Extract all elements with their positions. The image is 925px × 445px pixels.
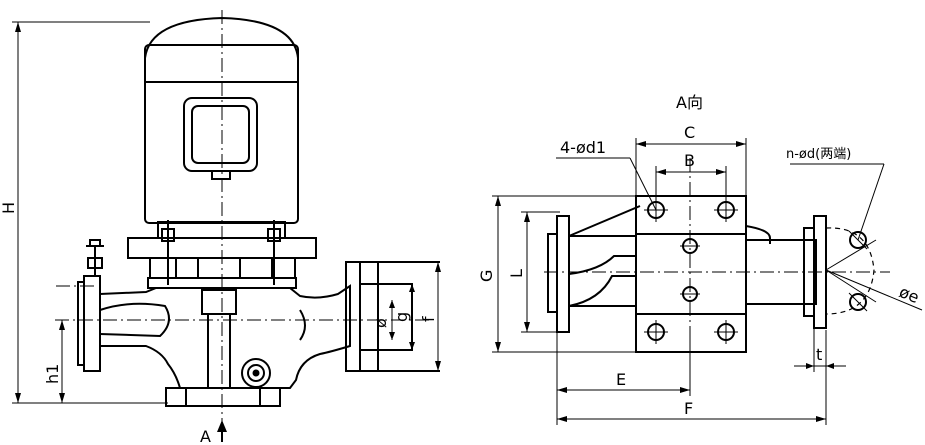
pump-casing bbox=[99, 284, 351, 389]
dim-g-label: g bbox=[392, 312, 411, 322]
dim-phi-e-label: øe bbox=[897, 282, 922, 307]
flange-hole-1 bbox=[849, 231, 867, 249]
dim-C-label: C bbox=[684, 123, 695, 142]
pump-base bbox=[165, 387, 281, 407]
view-a-outlet-pipe bbox=[745, 239, 817, 305]
inlet-flange bbox=[83, 275, 101, 372]
view-a-inlet-flange bbox=[556, 215, 570, 333]
view-a: A向 G L bbox=[477, 93, 923, 425]
front-view: H h1 bbox=[0, 10, 441, 445]
dim-f-label: f bbox=[419, 316, 438, 322]
dim-G-label: G bbox=[477, 270, 496, 282]
drain-plug bbox=[241, 358, 271, 388]
dim-t-label: t bbox=[816, 345, 822, 364]
dim-phi-label: ø bbox=[371, 318, 390, 328]
dim-F-label: F bbox=[684, 399, 693, 418]
dim-h1-label: h1 bbox=[43, 364, 62, 384]
view-a-title: A向 bbox=[676, 93, 703, 112]
flange-hole-2 bbox=[849, 293, 867, 311]
terminal-box bbox=[183, 97, 258, 172]
dim-E-label: E bbox=[616, 370, 626, 389]
outlet-flange bbox=[345, 261, 361, 372]
section-mark-A: A bbox=[200, 427, 211, 445]
dim-B-label: B bbox=[684, 151, 695, 170]
dim-L-label: L bbox=[507, 269, 526, 278]
flange-holes-label: n-ød(两端) bbox=[786, 147, 851, 162]
bolt-holes-label: 4-ød1 bbox=[560, 138, 606, 157]
dim-H-label: H bbox=[0, 202, 18, 214]
base-plate bbox=[635, 195, 747, 353]
